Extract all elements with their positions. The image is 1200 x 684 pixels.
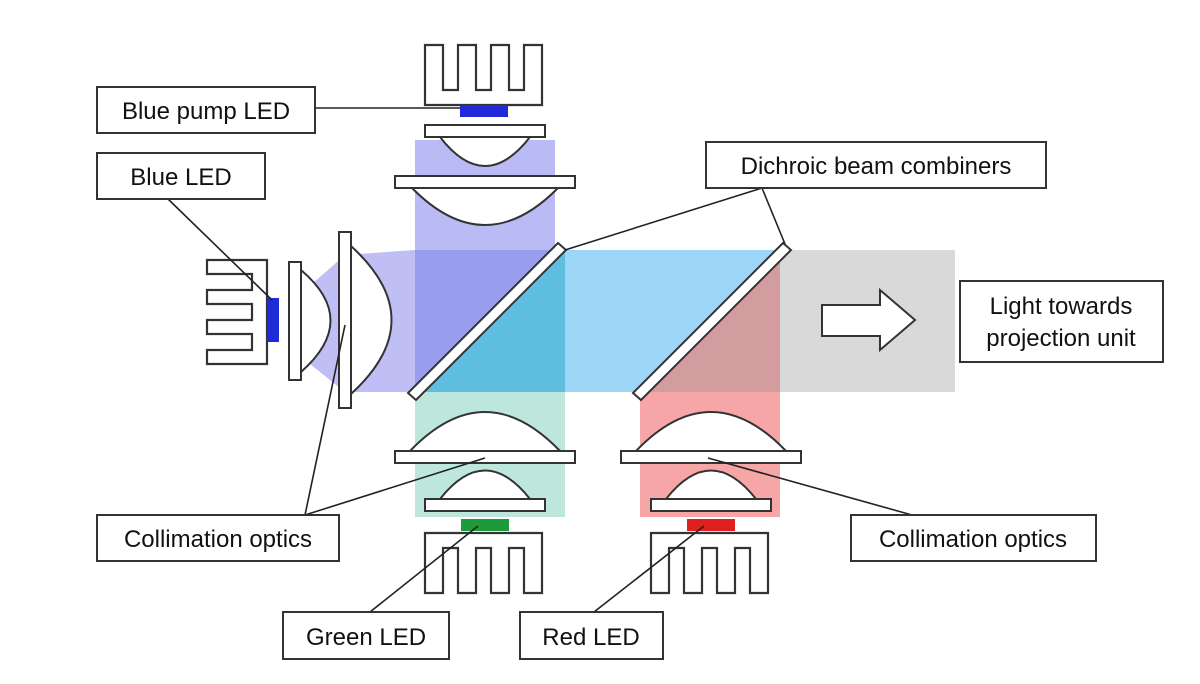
heatsink-red-icon: [649, 531, 770, 595]
label-light-towards-projection: Light towards projection unit: [959, 280, 1164, 363]
svg-text:Blue pump LED: Blue pump LED: [122, 98, 290, 125]
svg-text:Red LED: Red LED: [542, 624, 639, 651]
blue-led-assembly: [205, 231, 393, 409]
svg-text:Dichroic beam combiners: Dichroic beam combiners: [741, 153, 1012, 180]
heatsink-left-icon: [205, 258, 269, 366]
lens-plate-green-large: [394, 450, 576, 464]
lens-dome-top-small: [437, 136, 533, 167]
lens-plate-left-large: [338, 231, 352, 409]
label-collimation-optics-left: Collimation optics: [96, 514, 340, 562]
label-dichroic-beam-combiners: Dichroic beam combiners: [705, 141, 1047, 189]
svg-text:Collimation optics: Collimation optics: [124, 526, 312, 553]
svg-text:Collimation optics: Collimation optics: [879, 526, 1067, 553]
output-arrow-icon: [821, 287, 917, 353]
label-blue-led: Blue LED: [96, 152, 266, 200]
lens-dome-left-small: [300, 267, 332, 375]
lens-plate-red-large: [620, 450, 802, 464]
dichroic-mirror-2: [631, 241, 793, 402]
led-blue: [267, 298, 279, 342]
lens-dome-red-small: [663, 469, 759, 500]
label-green-led: Green LED: [282, 611, 450, 660]
lens-plate-top-small: [424, 124, 546, 138]
label-boxes: Blue pump LED Blue LED Dichroic beam com…: [96, 86, 1164, 660]
leader-lines: [167, 107, 913, 613]
blue-pump-assembly: [394, 43, 576, 226]
red-led-assembly: [620, 411, 802, 595]
svg-text:projection unit: projection unit: [986, 325, 1136, 352]
lens-dome-green-small: [437, 469, 533, 500]
heatsink-green-icon: [423, 531, 544, 595]
svg-text:Blue LED: Blue LED: [130, 164, 231, 191]
lens-dome-red-large: [633, 411, 789, 452]
svg-text:Light towards: Light towards: [990, 293, 1133, 320]
lens-plate-left-small: [288, 261, 302, 381]
label-blue-pump-led: Blue pump LED: [96, 86, 316, 134]
led-green: [461, 519, 509, 531]
lens-plate-red-small: [650, 498, 772, 512]
lens-dome-left-large: [350, 243, 393, 397]
svg-text:Green LED: Green LED: [306, 624, 426, 651]
lens-dome-top-large: [409, 187, 561, 226]
lens-plate-top-large: [394, 175, 576, 189]
heatsink-top-icon: [423, 43, 544, 107]
lens-plate-green-small: [424, 498, 546, 512]
label-collimation-optics-right: Collimation optics: [850, 514, 1097, 562]
led-red: [687, 519, 735, 531]
green-led-assembly: [394, 411, 576, 595]
led-blue-pump: [460, 105, 508, 117]
label-red-led: Red LED: [519, 611, 664, 660]
lens-dome-green-large: [407, 411, 563, 452]
